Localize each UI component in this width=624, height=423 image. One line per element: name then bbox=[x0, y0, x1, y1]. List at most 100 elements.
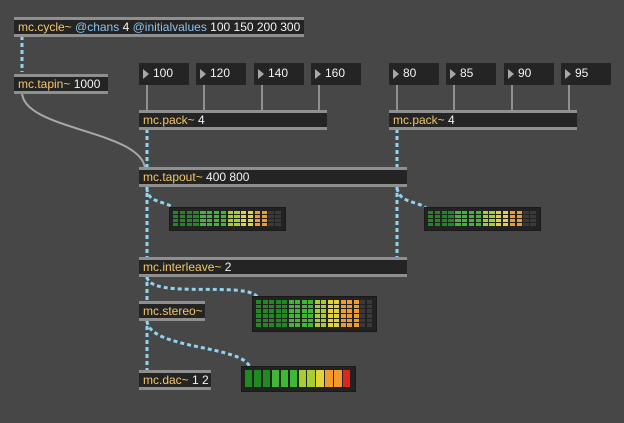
meter-segment bbox=[256, 309, 261, 313]
number-box[interactable]: 100 bbox=[139, 63, 189, 85]
meter-segment bbox=[334, 314, 339, 318]
meter-segment bbox=[227, 215, 233, 218]
meter-segment bbox=[314, 318, 320, 323]
number-value: 160 bbox=[325, 66, 346, 80]
object-args: 1 2 bbox=[192, 373, 209, 387]
meter-segment bbox=[509, 215, 516, 218]
meter-segment bbox=[366, 304, 372, 309]
mc-tapin-object[interactable]: mc.tapin~ 1000 bbox=[14, 74, 108, 94]
meter-segment bbox=[275, 309, 281, 313]
meter-segment bbox=[173, 215, 179, 218]
meter-segment bbox=[353, 318, 359, 323]
meter-segment bbox=[340, 300, 346, 304]
meter-segment bbox=[253, 370, 262, 387]
meter-segment bbox=[496, 211, 502, 214]
meter-segment bbox=[496, 219, 502, 222]
number-box[interactable]: 120 bbox=[196, 63, 246, 85]
number-value: 85 bbox=[460, 66, 474, 80]
meter-segment bbox=[179, 215, 186, 218]
mc-meter-right bbox=[424, 207, 541, 231]
meter-segment bbox=[455, 223, 461, 226]
meter-segment bbox=[347, 304, 352, 309]
meter-segment bbox=[489, 211, 495, 214]
number-box[interactable]: 160 bbox=[311, 63, 361, 85]
meter-segment bbox=[275, 211, 281, 214]
meter-segment bbox=[334, 300, 339, 304]
meter-segment bbox=[509, 223, 516, 226]
meter-segment bbox=[200, 211, 206, 214]
meter-segment bbox=[262, 323, 268, 327]
meter-segment bbox=[241, 215, 247, 218]
meter-segment bbox=[475, 211, 481, 214]
meter-segment bbox=[262, 370, 271, 387]
meter-segment bbox=[256, 304, 261, 309]
meter-segment bbox=[327, 323, 333, 327]
meter-segment bbox=[269, 304, 274, 309]
meter-segment bbox=[261, 215, 267, 218]
object-name: mc.dac~ bbox=[143, 373, 189, 387]
meter-segment bbox=[327, 304, 333, 309]
object-args: 4 bbox=[198, 113, 205, 127]
mc-tapout-object[interactable]: mc.tapout~ 400 800 bbox=[139, 167, 407, 187]
meter-segment bbox=[462, 223, 468, 226]
meter-segment bbox=[275, 219, 281, 222]
meter-segment bbox=[301, 323, 307, 327]
meter-segment bbox=[314, 323, 320, 327]
meter-segment bbox=[360, 309, 365, 313]
meter-segment bbox=[502, 219, 509, 222]
meter-segment bbox=[227, 219, 233, 222]
object-name: mc.pack~ bbox=[393, 113, 445, 127]
meter-segment bbox=[282, 309, 287, 313]
meter-segment bbox=[327, 314, 333, 318]
meter-segment bbox=[193, 223, 199, 226]
mc-stereo-object[interactable]: mc.stereo~ bbox=[139, 301, 205, 321]
meter-segment bbox=[275, 223, 281, 226]
number-box[interactable]: 90 bbox=[504, 63, 554, 85]
meter-segment bbox=[220, 215, 226, 218]
meter-segment bbox=[247, 223, 254, 226]
number-box[interactable]: 140 bbox=[254, 63, 304, 85]
meter-segment bbox=[340, 323, 346, 327]
number-box[interactable]: 85 bbox=[446, 63, 496, 85]
meter-segment bbox=[475, 223, 481, 226]
meter-segment bbox=[347, 300, 352, 304]
meter-segment bbox=[269, 309, 274, 313]
mc-interleave-object[interactable]: mc.interleave~ 2 bbox=[139, 257, 407, 277]
meter-segment bbox=[173, 223, 179, 226]
meter-segment bbox=[295, 314, 300, 318]
meter-segment bbox=[207, 215, 213, 218]
meter-segment bbox=[227, 211, 233, 214]
meter-segment bbox=[220, 223, 226, 226]
meter-segment bbox=[254, 211, 261, 214]
meter-segment bbox=[360, 304, 365, 309]
meter-segment bbox=[314, 304, 320, 309]
meter-segment bbox=[366, 323, 372, 327]
meter-segment bbox=[334, 304, 339, 309]
number-box[interactable]: 80 bbox=[389, 63, 439, 85]
meter-segment bbox=[530, 223, 536, 226]
meter-segment bbox=[468, 223, 475, 226]
number-value: 95 bbox=[575, 66, 589, 80]
meter-segment bbox=[200, 219, 206, 222]
mc-dac-object[interactable]: mc.dac~ 1 2 bbox=[139, 370, 211, 390]
meter-segment bbox=[275, 318, 281, 323]
object-name: mc.stereo~ bbox=[143, 304, 203, 318]
meter-segment bbox=[207, 219, 213, 222]
number-box[interactable]: 95 bbox=[561, 63, 611, 85]
mc-pack-right-object[interactable]: mc.pack~ 4 bbox=[389, 110, 577, 130]
meter-segment bbox=[213, 223, 220, 226]
meter-segment bbox=[434, 215, 441, 218]
meter-segment bbox=[496, 223, 502, 226]
meter-segment bbox=[308, 300, 313, 304]
meter-segment bbox=[462, 219, 468, 222]
meter-segment bbox=[516, 223, 522, 226]
meter-segment bbox=[434, 219, 441, 222]
mc-cycle-object[interactable]: mc.cycle~ @chans 4 @initialvalues 100 15… bbox=[14, 17, 304, 37]
meter-segment bbox=[441, 215, 447, 218]
meter-segment bbox=[334, 318, 339, 323]
mc-pack-left-object[interactable]: mc.pack~ 4 bbox=[139, 110, 327, 130]
meter-segment bbox=[530, 211, 536, 214]
meter-segment bbox=[289, 370, 297, 387]
number-value: 80 bbox=[403, 66, 417, 80]
meter-segment bbox=[282, 318, 287, 323]
